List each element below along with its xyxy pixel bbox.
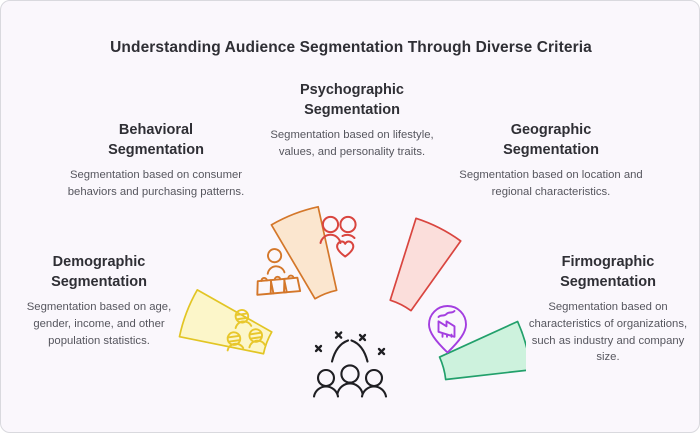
segment-heading-line1-psychographic: Psychographic (300, 82, 404, 98)
page-title: Understanding Audience Segmentation Thro… (110, 39, 592, 56)
segment-heading-line2-firmographic: Segmentation (560, 273, 656, 290)
crowd-celebration-icon (312, 331, 388, 398)
segment-heading-psychographic: Psychographic Segmentation (259, 81, 445, 120)
segment-heading-line1-firmographic: Firmographic (561, 254, 655, 270)
segment-label-psychographic: Psychographic Segmentation Segmentation … (259, 81, 445, 161)
two-people-heart-icon (319, 215, 357, 258)
segment-heading-line2-geographic: Segmentation (503, 141, 599, 158)
segment-heading-line1-behavioral: Behavioral (118, 122, 194, 138)
segment-heading-line1-geographic: Geographic (510, 122, 592, 138)
segment-description-behavioral: Segmentation based on consumer behaviors… (67, 169, 245, 198)
segment-label-firmographic: Firmographic Segmentation Segmentation b… (519, 253, 697, 366)
fan-segment-demographic[interactable] (176, 278, 275, 367)
fan-segment-psychographic[interactable] (319, 215, 466, 312)
fan-segment-firmographic[interactable] (416, 305, 510, 414)
group-of-people-icon (226, 309, 267, 352)
segment-heading-line2-psychographic: Segmentation (304, 101, 400, 118)
segment-heading-line1-demographic: Demographic (52, 254, 146, 270)
fan-segment-geographic[interactable] (431, 300, 526, 414)
segment-label-demographic: Demographic Segmentation Segmentation ba… (9, 253, 189, 349)
segment-heading-firmographic: Firmographic Segmentation (519, 253, 697, 292)
fan-diagram (176, 189, 526, 414)
segment-label-geographic: Geographic Segmentation Segmentation bas… (459, 121, 643, 201)
segment-description-psychographic: Segmentation based on lifestyle, values,… (270, 129, 434, 158)
segment-heading-line2-demographic: Segmentation (51, 273, 147, 290)
segment-description-firmographic: Segmentation based on characteristics of… (528, 301, 688, 364)
factory-location-pin-icon (428, 305, 467, 354)
fan-segment-behavioral[interactable] (252, 191, 370, 306)
segment-description-demographic: Segmentation based on age, gender, incom… (26, 301, 172, 347)
segment-heading-demographic: Demographic Segmentation (9, 253, 189, 292)
segment-label-behavioral: Behavioral Segmentation Segmentation bas… (63, 121, 249, 201)
segment-description-geographic: Segmentation based on location and regio… (459, 169, 643, 198)
shopper-with-bags-icon (256, 248, 302, 296)
segment-heading-behavioral: Behavioral Segmentation (63, 121, 249, 160)
segment-heading-geographic: Geographic Segmentation (459, 121, 643, 160)
segment-heading-line2-behavioral: Segmentation (108, 141, 204, 158)
